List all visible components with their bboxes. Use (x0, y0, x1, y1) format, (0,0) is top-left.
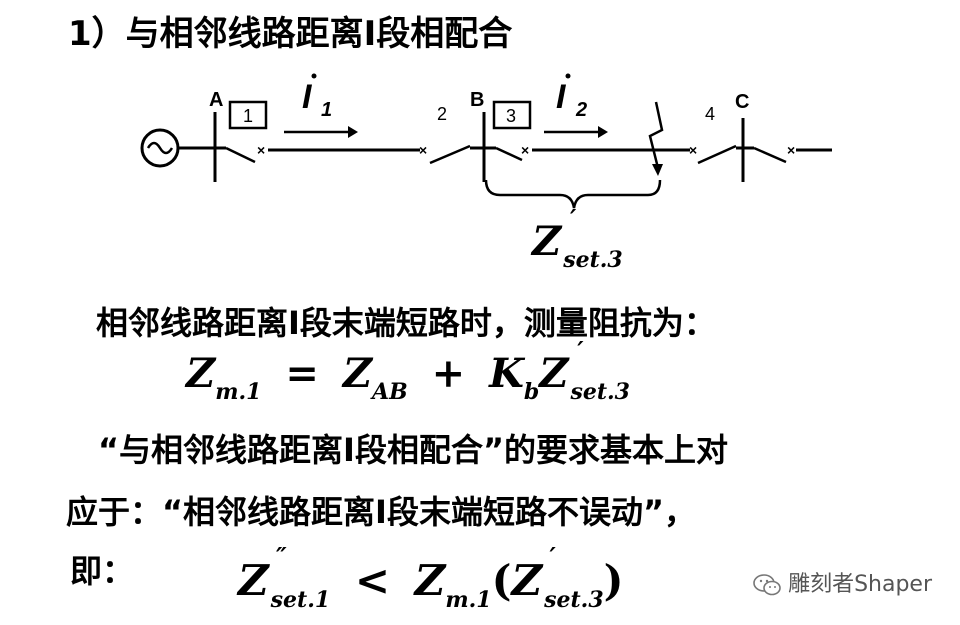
breaker-mark-3: × (521, 142, 529, 158)
bus-label-c: C (735, 91, 749, 113)
zone-brace (484, 179, 662, 209)
box-1 (228, 100, 268, 130)
box-label-1: 1 (243, 106, 253, 126)
current-1-label: I (302, 78, 313, 116)
switch-3 (495, 146, 523, 162)
switch-1 (225, 146, 256, 164)
current-2-label: I (556, 78, 567, 116)
text-line-4: 即： (70, 552, 135, 590)
switch-5 (753, 146, 787, 164)
zone-label: Z′set.3 (532, 204, 623, 273)
line-diagram: A × 1 I 1 × 2 B × 3 I 2 × 4 C × (140, 73, 832, 209)
box-label-3: 3 (506, 106, 516, 126)
switch-2 (429, 144, 471, 165)
breaker-number-2: 2 (437, 104, 447, 124)
switch-4 (697, 144, 737, 165)
box-3 (492, 100, 532, 130)
watermark: 雕刻者Shaper (752, 566, 932, 598)
equation-1: Zm.1 = ZAB + KbZ′set.3 (186, 336, 630, 405)
breaker-mark-2: × (419, 142, 427, 158)
heading: 1）与相邻线路距离Ⅰ段相配合 (68, 14, 513, 54)
generator-wave-icon (146, 141, 174, 155)
wechat-icon (753, 574, 781, 596)
arrow-i1-icon (348, 126, 358, 138)
text-line-3: 应于：“相邻线路距离Ⅰ段末端短路不误动”， (66, 493, 696, 531)
breaker-mark-5: × (787, 142, 795, 158)
svg-text:2: 2 (575, 99, 587, 121)
arrow-i2-icon (598, 126, 608, 138)
breaker-mark-1: × (257, 142, 265, 158)
breaker-mark-4: × (689, 142, 697, 158)
svg-text:1: 1 (321, 99, 332, 121)
equation-2: Z″set.1 < Zm.1(Z′set.3) (238, 542, 624, 613)
text-line-2: “与相邻线路距离Ⅰ段相配合”的要求基本上对 (98, 431, 728, 469)
bus-label-a: A (209, 89, 223, 111)
fault-lightning-icon (648, 101, 664, 169)
text-line-1: 相邻线路距离Ⅰ段末端短路时，测量阻抗为： (96, 304, 716, 342)
breaker-number-4: 4 (705, 104, 715, 124)
bus-label-b: B (470, 89, 484, 111)
